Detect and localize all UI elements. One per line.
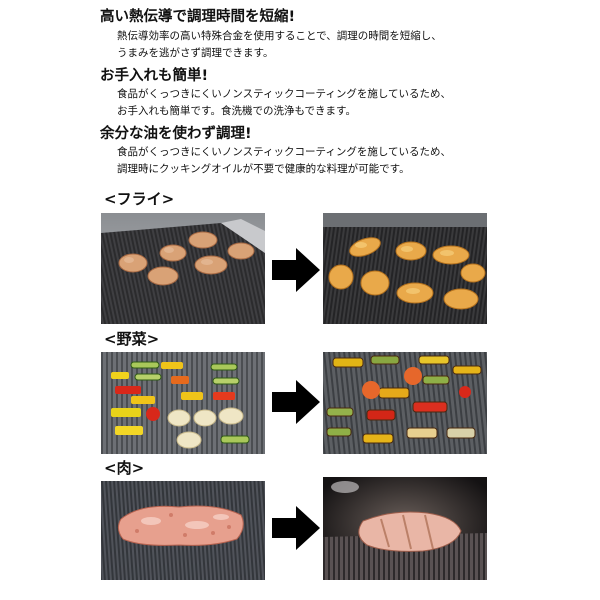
category-label-vegetable: <野菜>	[104, 330, 160, 348]
section-title-heat: 高い熱伝導で調理時間を短縮!	[100, 9, 296, 25]
section-body-care: 食品がくっつきにくいノンスティックコーティングを施しているため、 お手入れも簡単…	[117, 86, 451, 120]
category-label-fry: <フライ>	[104, 190, 175, 208]
photo-vegetable-before	[101, 352, 265, 454]
photo-meat-after	[323, 477, 487, 580]
photo-vegetable-after	[323, 352, 487, 454]
section-line: うまみを逃がさず調理できます。	[117, 47, 274, 59]
section-title-care: お手入れも簡単!	[100, 68, 209, 84]
section-line: お手入れも簡単です。食洗機での洗浄もできます。	[117, 105, 356, 117]
section-line: 熱伝導効率の高い特殊合金を使用することで、調理の時間を短縮し、	[117, 30, 442, 42]
photo-fry-before	[101, 213, 265, 324]
section-body-heat: 熱伝導効率の高い特殊合金を使用することで、調理の時間を短縮し、 うまみを逃がさず…	[117, 28, 442, 62]
section-line: 調理時にクッキングオイルが不要で健康的な料理が可能です。	[117, 163, 410, 175]
arrow-right-icon	[272, 506, 320, 550]
category-label-meat: <肉>	[104, 459, 145, 477]
arrow-right-icon	[272, 380, 320, 424]
arrow-right-icon	[272, 248, 320, 292]
section-line: 食品がくっつきにくいノンスティックコーティングを施しているため、	[117, 146, 452, 158]
photo-fry-after	[323, 213, 487, 324]
section-body-oil: 食品がくっつきにくいノンスティックコーティングを施しているため、 調理時にクッキ…	[117, 144, 451, 178]
section-title-oil: 余分な油を使わず調理!	[100, 126, 252, 142]
section-line: 食品がくっつきにくいノンスティックコーティングを施しているため、	[117, 88, 452, 100]
photo-meat-before	[101, 481, 265, 580]
